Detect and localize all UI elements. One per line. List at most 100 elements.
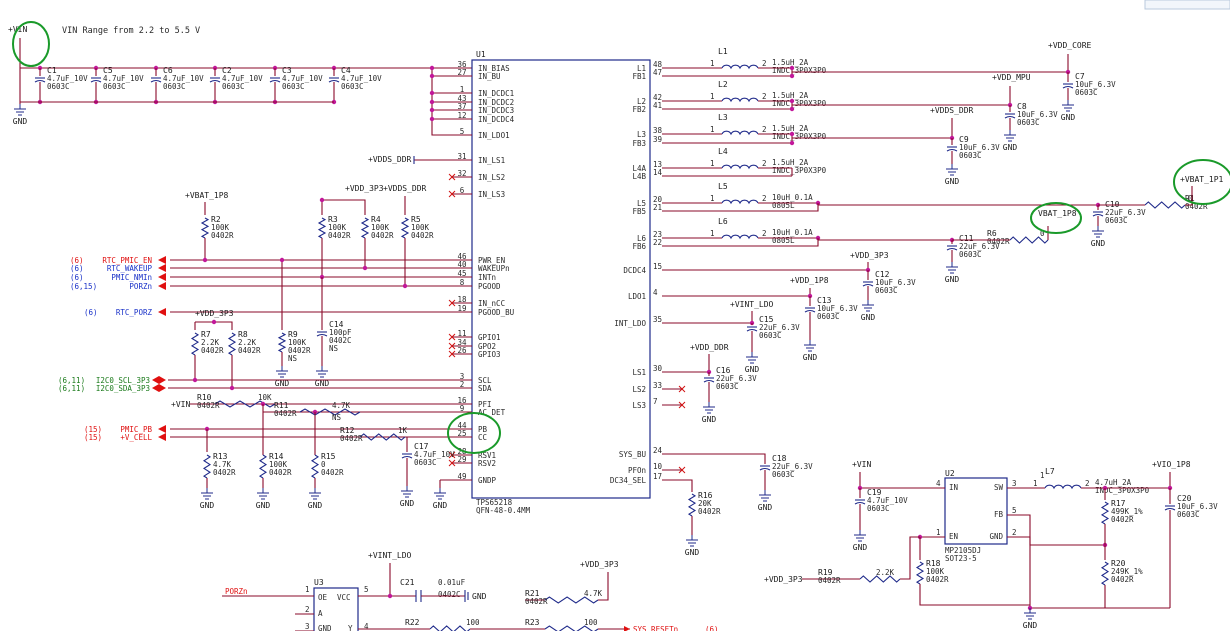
cap-value: 4.7uF_10V	[47, 74, 88, 83]
u1-pin-gpio3: GPIO3	[478, 350, 501, 359]
inductor-package: INDC_3P0X3P0	[772, 99, 827, 108]
cap-value-c21: 0.01uF	[438, 578, 466, 587]
cap-ref: C14	[329, 320, 344, 329]
u1-pin-num: 47	[653, 68, 662, 77]
wire	[859, 472, 945, 489]
u1-pin-num: 25	[457, 429, 466, 438]
resistor-r18	[915, 561, 925, 585]
cap-package: 0603C	[282, 82, 305, 91]
ground-symbol	[759, 490, 771, 502]
res-value: 1K	[398, 426, 408, 435]
u1-pin-num: 49	[457, 472, 466, 481]
inductor-value: 10uH_0.1A	[772, 228, 813, 237]
u1-pin-num: 23	[653, 230, 662, 239]
u1-pin-num: 14	[653, 168, 663, 177]
cap-package: 0603C	[47, 82, 70, 91]
u1-pin-num: 42	[653, 93, 662, 102]
cap-extra: NS	[329, 344, 339, 353]
no-connect-mark	[448, 451, 456, 459]
no-connect-mark	[448, 350, 456, 358]
res-value: 0	[1188, 194, 1193, 203]
cap-package: 0603C	[1105, 216, 1128, 225]
capacitor-c9	[946, 146, 958, 152]
u1-pin-in_ls2: IN_LS2	[478, 173, 505, 182]
capacitor-c16	[703, 377, 715, 383]
u1-pin-dc34_sel: DC34_SEL	[610, 476, 647, 485]
u1-pin-num: 44	[457, 421, 467, 430]
cap-ref: C19	[867, 488, 882, 497]
pin-number: 2	[762, 59, 767, 68]
u2-part: MP2105DJ	[945, 546, 981, 555]
u3-body	[313, 587, 359, 631]
u1-pin-ls3: LS3	[632, 401, 646, 410]
u2-pin-sw: SW	[994, 483, 1004, 492]
gnd-label: GND	[1023, 621, 1038, 630]
junction-dot	[429, 73, 435, 79]
vdd-core-rail: +VDD_CORE	[1048, 41, 1092, 50]
junction-dot	[429, 107, 435, 113]
junction-dot	[319, 197, 325, 203]
resistor-r11	[299, 408, 361, 416]
res-ref: R5	[411, 215, 421, 224]
u1-pin-in_bu: IN_BU	[478, 72, 501, 81]
junction-dot	[192, 377, 198, 383]
res-package: 0402R	[321, 468, 344, 477]
inductor-l2	[721, 97, 759, 103]
u1-pin-ldo1: LDO1	[628, 292, 646, 301]
ground-symbol	[309, 488, 321, 500]
resistor-r15	[310, 454, 320, 479]
ground-symbol	[257, 488, 269, 500]
res-value: 100	[466, 618, 480, 627]
wire	[919, 584, 1030, 606]
cap-ref: C16	[716, 366, 731, 375]
capacitor-c17	[401, 453, 413, 459]
res-ref: R15	[321, 452, 336, 461]
inductor-l1	[721, 64, 759, 70]
res-package: 0402R	[987, 237, 1010, 246]
ground-symbol	[316, 366, 328, 378]
u1-pin-gpio1: GPIO1	[478, 333, 501, 342]
u1-pin-l4a: L4A	[632, 164, 646, 173]
res-value: 0	[321, 460, 326, 469]
signal-rtc_pmic_en: RTC_PMIC_EN	[102, 256, 152, 265]
inductor-package: INDC_3P0X3P0	[772, 132, 827, 141]
u1-pin-ls2: LS2	[632, 385, 646, 394]
vio-1p8-rail: +VIO_1P8	[1152, 460, 1191, 469]
window-fragment	[1144, 0, 1230, 10]
res-value: 2.2K	[201, 338, 220, 347]
cap-ref: C1	[47, 66, 57, 75]
cap-package: 0603C	[163, 82, 186, 91]
cap-package: 0603C	[759, 331, 782, 340]
pin-number: 1	[710, 194, 715, 203]
gnd-label: GND	[1003, 143, 1018, 152]
sys-resetn-label: SYS_RESETn	[633, 625, 678, 631]
vdd-3p3-i2c-rail: +VDD_3P3	[195, 309, 234, 318]
capacitor-c15	[746, 326, 758, 332]
u2-pin-num: 4	[936, 479, 941, 488]
res-value: 10K	[258, 393, 272, 402]
bidir-arrow	[152, 384, 166, 392]
capacitor-c1	[34, 77, 46, 83]
u1-pin-num: 32	[457, 169, 466, 178]
ground-symbol	[434, 488, 446, 500]
res-package: 0402R	[1185, 202, 1208, 211]
resistor-r20	[1100, 561, 1110, 586]
cap-value: 100pF	[329, 328, 352, 337]
u1-pin-num: 24	[653, 446, 663, 455]
vint-ldo-u3-rail: +VINT_LDO	[368, 551, 412, 560]
res-value: 4.7K	[213, 460, 232, 469]
res-ref: R10	[197, 393, 212, 402]
signal-ref: (6)	[70, 264, 84, 273]
junction-dot	[429, 99, 435, 105]
capacitor-c2	[209, 77, 221, 83]
ground-symbol	[746, 352, 758, 364]
ground-symbol	[946, 262, 958, 274]
gnd-label: GND	[702, 415, 717, 424]
u1-pin-int_ldo: INT_LDO	[614, 319, 646, 328]
gnd-label: GND	[803, 353, 818, 362]
u1-pin-num: 7	[653, 397, 658, 406]
ground-symbol	[401, 486, 413, 498]
junction-dot	[202, 257, 208, 263]
ground-symbol	[201, 488, 213, 500]
u1-ref: U1	[476, 50, 486, 59]
